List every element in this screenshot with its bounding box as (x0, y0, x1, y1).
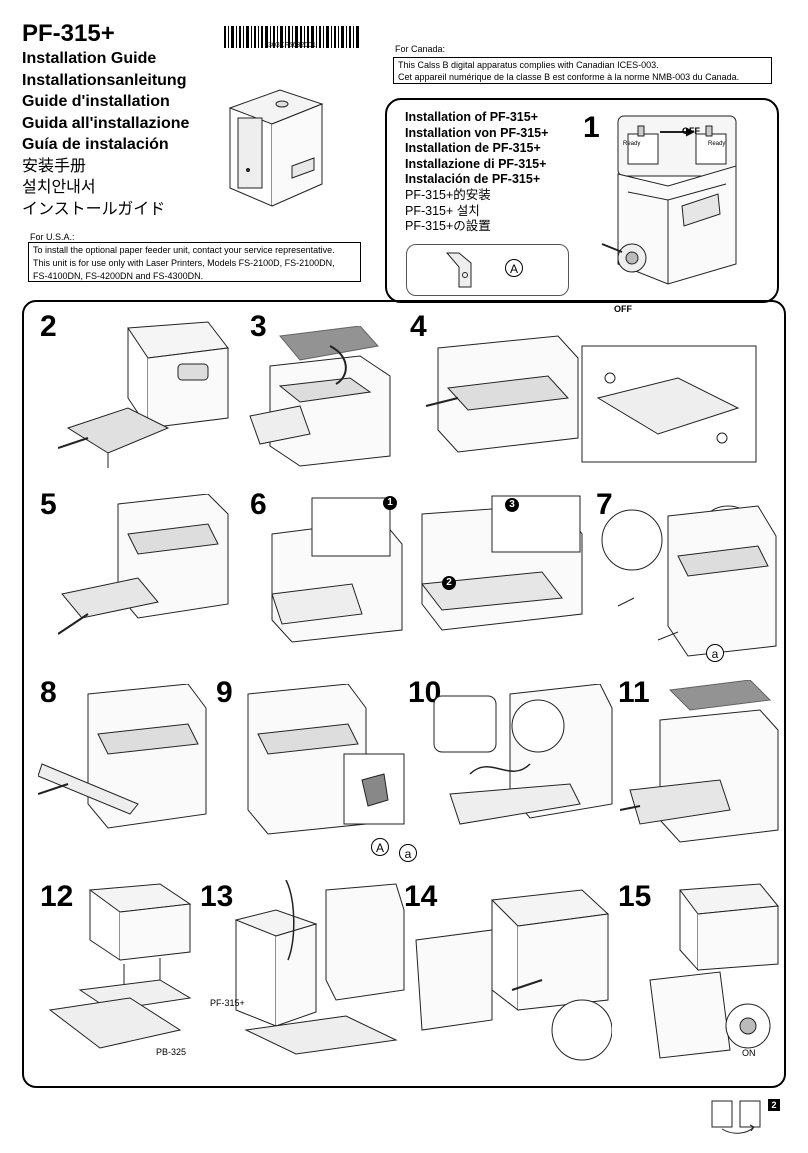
guide-title-it: Guida all'installazione (22, 114, 190, 132)
on-label: ON (742, 1048, 756, 1058)
callout-A: A (371, 838, 389, 856)
callout-a: a (399, 844, 417, 862)
canada-label: For Canada: (395, 44, 446, 54)
guide-title-zh: 安装手册 (22, 157, 87, 175)
barcode-number: 303KF5632001 (268, 42, 316, 49)
steps-panel (22, 300, 786, 1088)
step1-panel (385, 98, 779, 303)
install-title-ja: PF-315+の設置 (405, 219, 491, 234)
step10-illustration (433, 684, 613, 825)
usa-label: For U.S.A.: (30, 232, 75, 242)
turn-page-icon (711, 1100, 761, 1134)
step-number-14: 14 (404, 880, 438, 913)
step11-illustration (620, 680, 779, 843)
bracket-box: A (406, 244, 569, 296)
barcode-image (224, 26, 359, 48)
pf315-label: PF-315+ (210, 998, 245, 1008)
step-number-11: 11 (618, 676, 650, 709)
step12-illustration (48, 883, 192, 1049)
step14-illustration (415, 889, 612, 1061)
step6-illustration (271, 495, 583, 643)
guide-title-de: Installationsanleitung (22, 71, 187, 89)
callout-1: 1 (383, 496, 397, 510)
install-title-es: Instalación de PF-315+ (405, 172, 541, 187)
off-label: OFF (682, 126, 700, 136)
install-title-en: Installation of PF-315+ (405, 110, 539, 124)
step5-illustration (58, 494, 229, 635)
pb325-label: PB-325 (156, 1047, 187, 1057)
step8-illustration (38, 684, 207, 829)
step-number-3: 3 (250, 310, 267, 343)
callout-3: 3 (505, 498, 519, 512)
step15-illustration (649, 883, 779, 1059)
install-title-de: Installation von PF-315+ (405, 125, 549, 140)
ready-label: Ready (623, 141, 641, 147)
page-number: 2 (768, 1099, 780, 1111)
step-number-4: 4 (410, 310, 427, 343)
step13-illustration (234, 880, 405, 1055)
guide-title-ko: 설치안내서 (22, 179, 96, 196)
ready-label: Ready (708, 141, 726, 147)
step4-illustration (425, 335, 757, 463)
usa-notice-line: FS-4100DN, FS-4200DN and FS-4300DN. (33, 271, 204, 281)
step-number-9: 9 (216, 676, 233, 709)
step-number-7: 7 (596, 488, 613, 521)
step-number-5: 5 (40, 488, 57, 521)
canada-notice: This Calss B digital apparatus complies … (393, 57, 772, 84)
step-number-6: 6 (250, 488, 267, 521)
usa-notice-line: This unit is for use only with Laser Pri… (33, 258, 335, 268)
callout-a: a (706, 644, 724, 662)
guide-title-fr: Guide d'installation (22, 93, 170, 110)
step2-illustration (58, 321, 229, 468)
install-title-zh: PF-315+的安装 (405, 187, 491, 202)
step9-illustration (247, 684, 405, 835)
callout-A: A (505, 259, 523, 277)
install-title-ko: PF-315+ 설치 (405, 203, 480, 218)
callout-2: 2 (442, 576, 456, 590)
install-title-it: Installazione di PF-315+ (405, 156, 547, 171)
guide-title-es: Guía de instalación (22, 136, 169, 153)
step-number-1: 1 (583, 111, 600, 144)
step-number-12: 12 (40, 880, 74, 913)
guide-title-list: Installation Guide Installationsanleitun… (22, 48, 189, 220)
installation-title-list: Installation of PF-315+ Installation von… (405, 110, 548, 235)
canada-notice-line: Cet appareil numérique de la classe B es… (398, 72, 740, 82)
paper-feeder-illustration (228, 89, 324, 207)
usa-notice-line: To install the optional paper feeder uni… (33, 245, 335, 255)
bracket-icon (445, 252, 472, 288)
install-title-fr: Installation de PF-315+ (405, 141, 541, 156)
step-number-8: 8 (40, 676, 57, 709)
step-number-2: 2 (40, 310, 57, 343)
guide-title-ja: インストールガイド (22, 200, 166, 218)
guide-title-en: Installation Guide (22, 50, 157, 67)
page-title: PF-315+ (22, 20, 115, 47)
step3-illustration (249, 326, 391, 467)
canada-notice-line: This Calss B digital apparatus complies … (398, 60, 659, 70)
step-number-13: 13 (200, 880, 234, 913)
step-number-15: 15 (618, 880, 652, 913)
step1-illustration (601, 115, 737, 285)
step7-illustration (601, 505, 777, 657)
off-label: OFF (614, 304, 632, 314)
usa-notice: To install the optional paper feeder uni… (28, 242, 361, 282)
